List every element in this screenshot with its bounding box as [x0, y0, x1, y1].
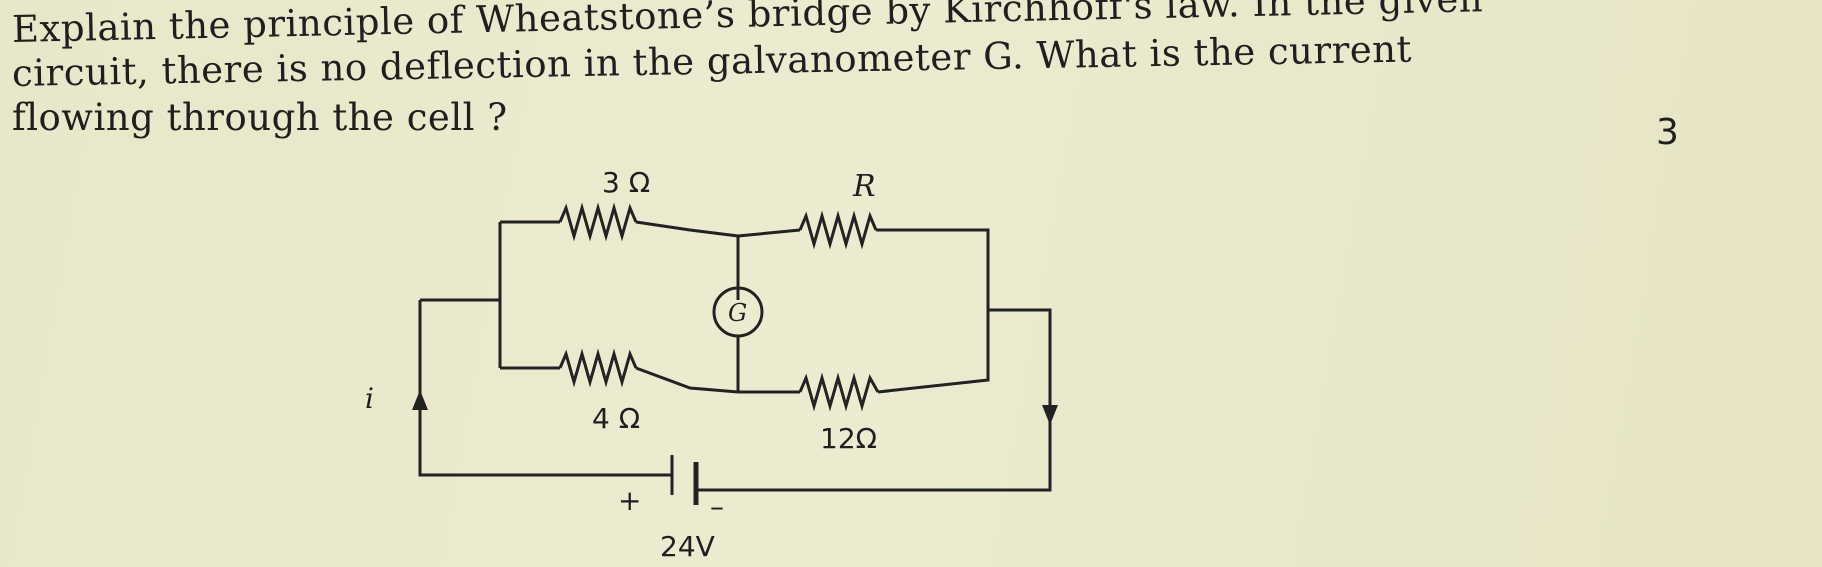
bottom-right-wire [877, 360, 990, 394]
question-line-3: flowing through the cell ? [12, 96, 508, 139]
galvanometer-label: G [728, 299, 747, 327]
current-arrow-up [412, 390, 428, 410]
question-text: Explain the principle of Wheatstone’s br… [12, 0, 1712, 140]
plus-sign: + [618, 484, 641, 517]
resistor-12ohm [798, 372, 880, 412]
label-4-ohm: 4 Ω [592, 402, 640, 435]
right-supply-wire [720, 308, 1052, 492]
left-supply-wire [418, 300, 660, 477]
top-right-lead [737, 228, 801, 238]
label-R: R [852, 169, 876, 204]
current-arrow-down [1042, 405, 1058, 425]
top-right-wire [876, 228, 990, 360]
resistor-R [798, 210, 878, 250]
label-3-ohm: 3 Ω [602, 166, 650, 199]
bottom-mid-wire [635, 366, 739, 394]
label-12-ohm: 12Ω [820, 422, 877, 455]
emf-label: 24V [660, 530, 715, 563]
top-mid-wire [635, 220, 740, 300]
marks-value: 3 [1656, 112, 1679, 153]
minus-sign: – [710, 490, 724, 523]
current-label: i [365, 382, 374, 415]
resistor-4ohm [558, 348, 638, 388]
resistor-3ohm [558, 202, 638, 242]
